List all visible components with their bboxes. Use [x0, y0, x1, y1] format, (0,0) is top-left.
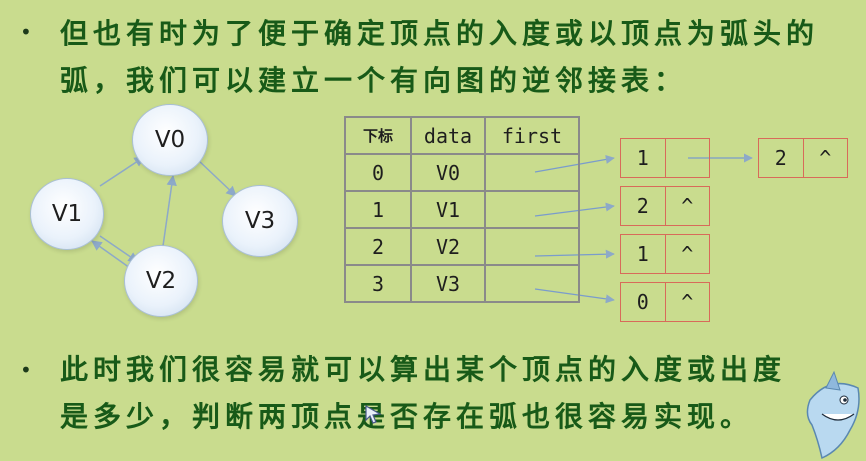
bullet-1: •: [20, 20, 32, 44]
shark-mascot-icon: [806, 370, 860, 460]
edge-node-r0-a: 1: [620, 138, 710, 178]
edge-v0-v3: [197, 159, 237, 197]
vertex-v2: V2: [124, 245, 198, 317]
header-index: 下标: [344, 116, 412, 155]
table-header-row: 下标 data first: [344, 116, 580, 155]
header-first: first: [484, 116, 580, 155]
cell-index: 2: [344, 227, 412, 266]
adjvex-field: 0: [636, 290, 649, 314]
paragraph-intro: 但也有时为了便于确定顶点的入度或以顶点为弧头的弧，我们可以建立一个有向图的逆邻接…: [60, 17, 820, 97]
next-field: ^: [664, 235, 710, 273]
next-field: ^: [664, 283, 710, 321]
header-data: data: [410, 116, 486, 155]
table-row: 1 V1: [344, 190, 580, 229]
cell-data: V0: [410, 153, 486, 192]
cell-first: [484, 190, 580, 229]
next-field: ^: [664, 187, 710, 225]
adjvex-field: 1: [636, 242, 649, 266]
bullet-2: •: [20, 358, 32, 382]
cell-index: 3: [344, 264, 412, 303]
vertex-v3: V3: [222, 185, 298, 257]
adjvex-field: 2: [774, 146, 787, 170]
edge-v2-v0: [162, 174, 177, 247]
vertex-v1: V1: [30, 178, 104, 250]
cell-first: [484, 153, 580, 192]
paragraph-conclusion: 此时我们很容易就可以算出某个顶点的入度或出度是多少，判断两顶点是否存在弧也很容易…: [60, 353, 787, 433]
adjvex-field: 1: [636, 146, 649, 170]
adjvex-field: 2: [636, 194, 649, 218]
edge-node-r3: 0 ^: [620, 282, 710, 322]
edge-node-r1: 2 ^: [620, 186, 710, 226]
table-row: 0 V0: [344, 153, 580, 192]
cell-index: 0: [344, 153, 412, 192]
edge-v1-v0: [99, 156, 145, 187]
cell-first: [484, 264, 580, 303]
cell-data: V2: [410, 227, 486, 266]
cell-first: [484, 227, 580, 266]
cell-data: V3: [410, 264, 486, 303]
cell-index: 1: [344, 190, 412, 229]
edge-node-r2: 1 ^: [620, 234, 710, 274]
table-row: 3 V3: [344, 264, 580, 303]
vertex-v0: V0: [132, 104, 208, 176]
vertex-table: 下标 data first 0 V0 1 V1 2 V2 3 V3: [344, 116, 580, 303]
table-row: 2 V2: [344, 227, 580, 266]
cursor-icon: [365, 404, 382, 424]
edge-node-r0-b: 2 ^: [758, 138, 848, 178]
next-field: ^: [802, 139, 848, 177]
cell-data: V1: [410, 190, 486, 229]
edge-v2-v1: [91, 240, 131, 269]
next-field: [664, 139, 710, 177]
